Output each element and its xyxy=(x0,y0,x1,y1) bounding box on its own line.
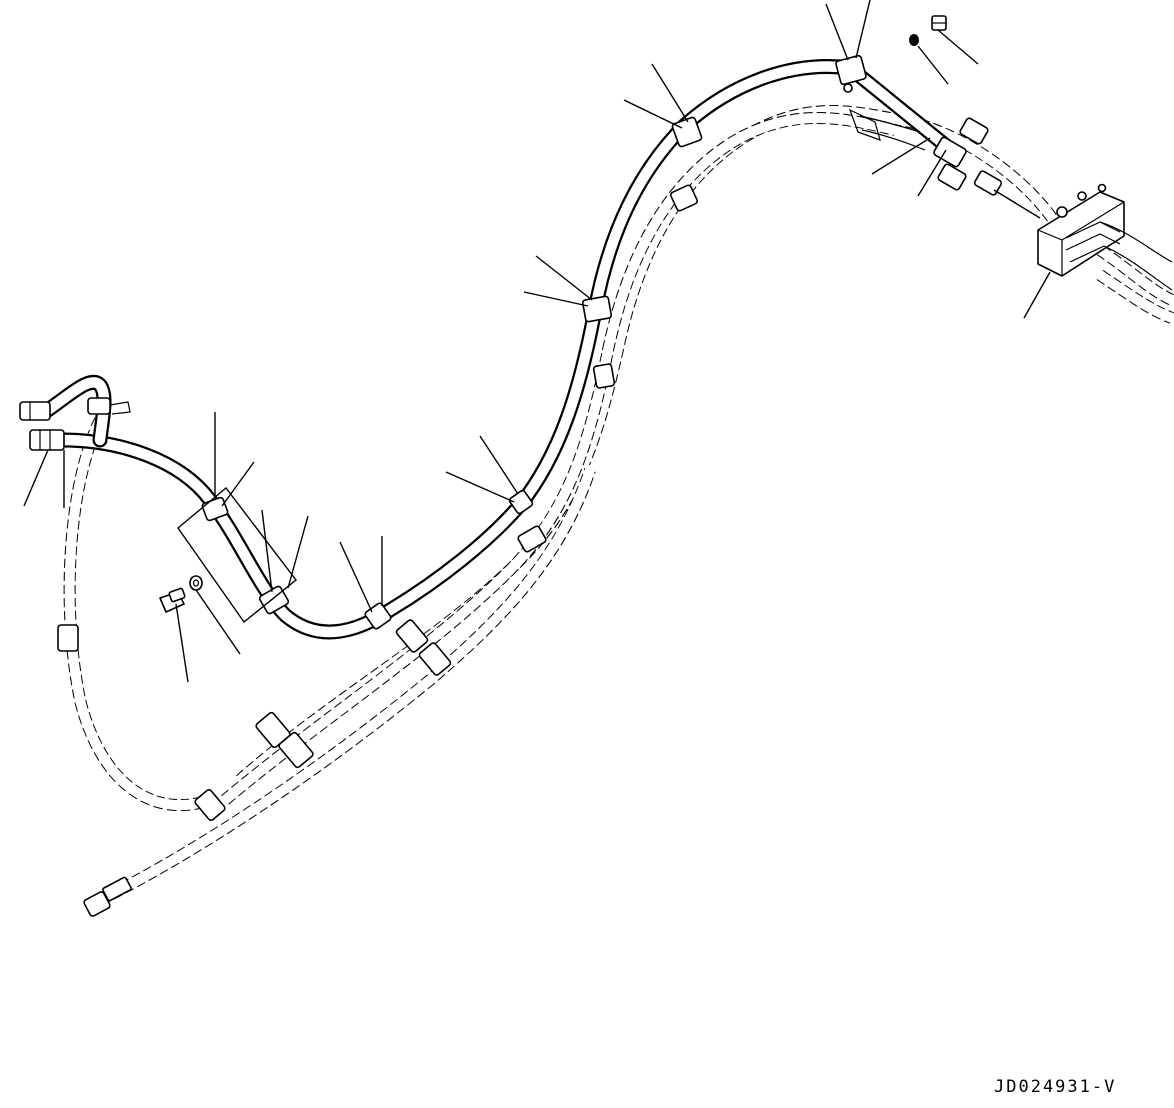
main-hose-clamps xyxy=(201,54,867,630)
left-hose-loop xyxy=(37,374,112,448)
right-fittings xyxy=(859,115,1003,196)
ghost-clamps xyxy=(57,108,881,821)
drawing-id-label: JD024931-V xyxy=(994,1077,1117,1097)
left-fittings xyxy=(19,397,131,451)
valve-block xyxy=(1037,183,1173,291)
top-bolt xyxy=(909,15,947,46)
bottom-fitting xyxy=(83,876,132,917)
bolt-washer xyxy=(159,575,203,613)
detail-frame xyxy=(177,486,297,624)
main-hose xyxy=(54,59,953,640)
leader-lines xyxy=(23,0,1051,683)
